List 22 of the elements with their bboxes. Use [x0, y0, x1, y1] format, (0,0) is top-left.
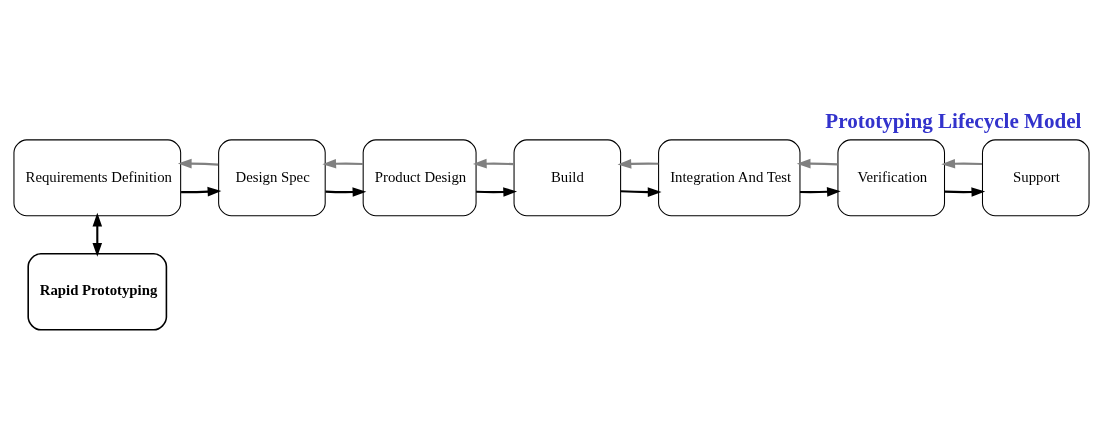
- arrow: [476, 187, 518, 197]
- node-box: Rapid Prototyping: [27, 253, 168, 331]
- arrow: [181, 186, 222, 197]
- arrow: [799, 187, 841, 197]
- arrow: [796, 158, 838, 169]
- arrow: [617, 159, 659, 169]
- arrow: [620, 187, 662, 197]
- arrow: [177, 158, 219, 169]
- node-box: Product Design: [362, 139, 477, 217]
- node-box: Design Spec: [218, 139, 326, 217]
- arrow: [325, 187, 367, 197]
- node-box: Verification: [837, 139, 946, 217]
- arrow: [941, 158, 983, 169]
- node-box: Requirements Definition: [13, 139, 182, 217]
- arrow: [322, 158, 364, 169]
- diagram-title: Prototyping Lifecycle Model: [825, 109, 1082, 134]
- arrow: [472, 158, 514, 169]
- node-box: Integration And Test: [658, 139, 801, 217]
- arrow: [944, 187, 986, 197]
- arrow: [92, 212, 103, 257]
- node-box: Build: [513, 139, 622, 217]
- node-box: Support: [981, 139, 1090, 217]
